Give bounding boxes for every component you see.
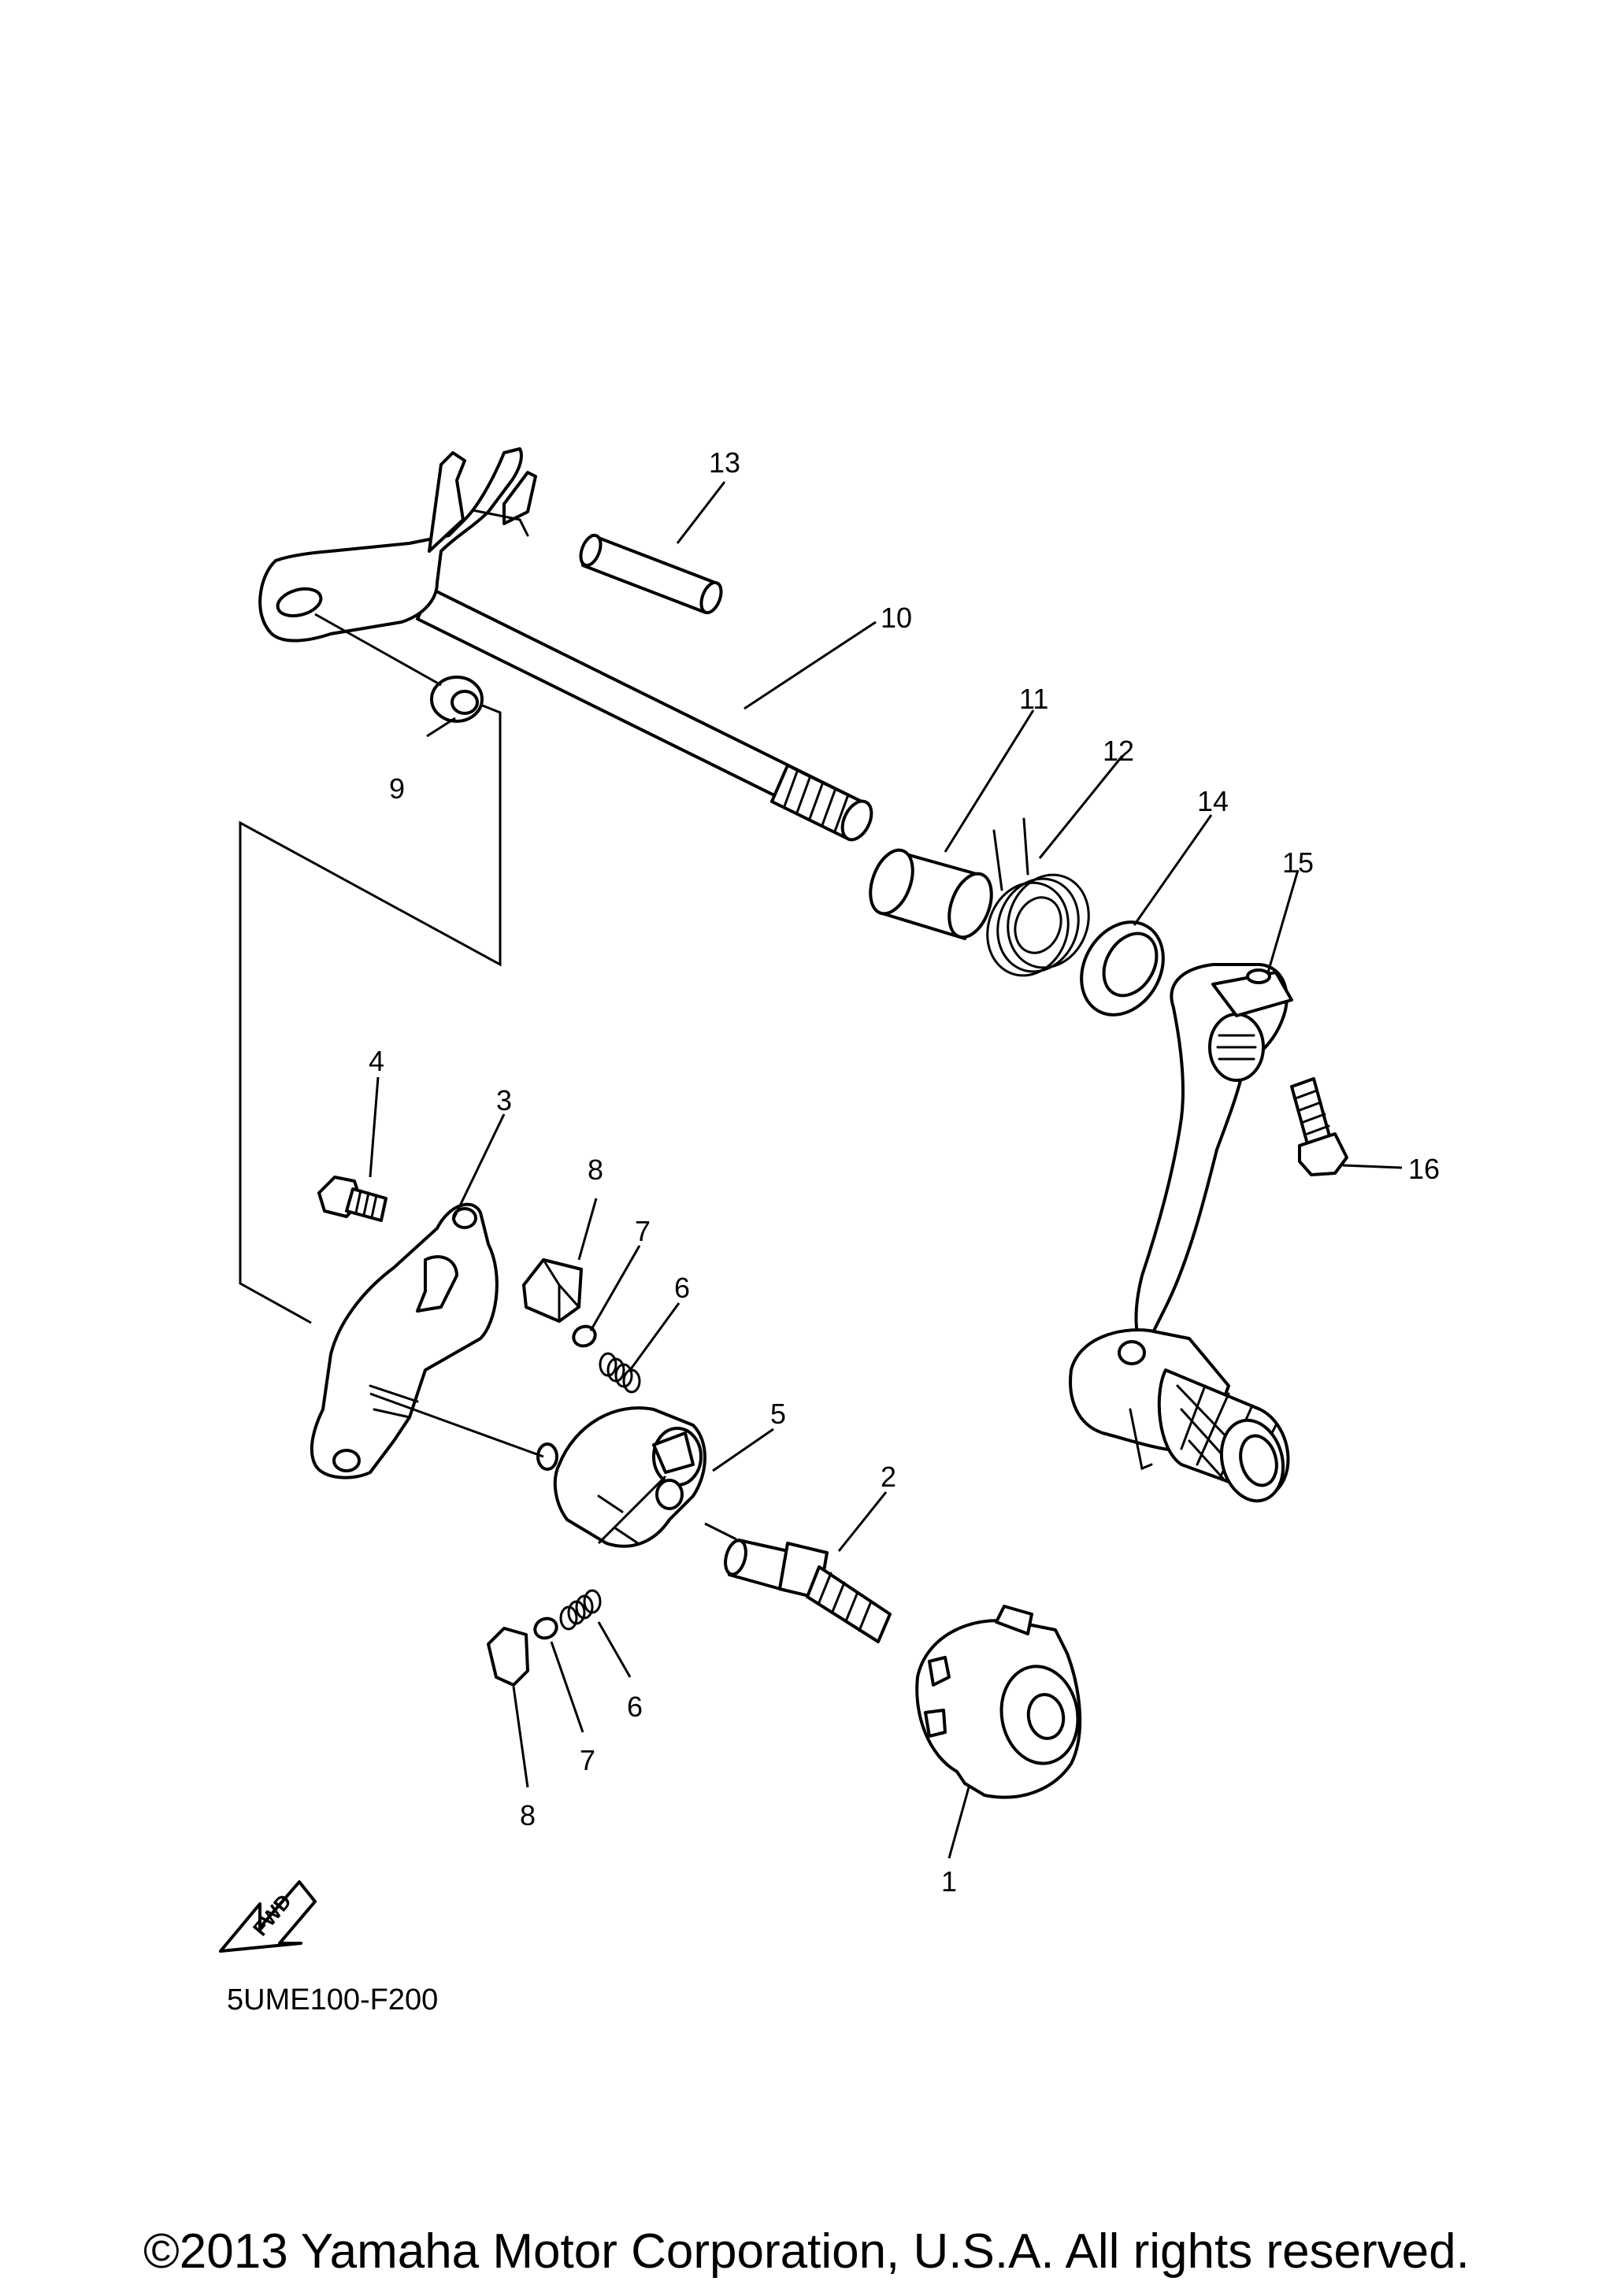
callout-8-lower: 8 <box>520 1799 536 1831</box>
callout-15: 15 <box>1282 846 1314 879</box>
shift-pedal-15 <box>1069 963 1293 1503</box>
pin-7-lower <box>533 1616 558 1640</box>
callout-3: 3 <box>496 1084 512 1117</box>
callout-5: 5 <box>770 1398 786 1430</box>
forward-arrow-icon: FWD <box>219 1880 317 1953</box>
callout-11: 11 <box>1019 683 1048 715</box>
oil-seal-9 <box>430 676 484 723</box>
diagram-code: 5UME100-F200 <box>227 1983 438 2016</box>
shift-shaft-assembly <box>258 447 873 842</box>
spring-6-lower <box>559 1589 602 1631</box>
callout-16: 16 <box>1408 1153 1440 1185</box>
pin-7-upper <box>572 1324 597 1348</box>
callout-1: 1 <box>941 1865 957 1898</box>
segment-1 <box>915 1605 1082 1799</box>
oil-seal-14 <box>1080 920 1165 1017</box>
pawl-8-upper <box>522 1258 583 1323</box>
callout-14: 14 <box>1197 785 1229 817</box>
copyright-notice: ©2013 Yamaha Motor Corporation, U.S.A. A… <box>143 2224 1470 2279</box>
callout-6-lower: 6 <box>627 1691 643 1723</box>
callout-10: 10 <box>881 602 912 634</box>
plate-3 <box>310 1202 499 1479</box>
callout-7-lower: 7 <box>580 1744 595 1776</box>
callout-9: 9 <box>389 772 405 805</box>
pin-13 <box>579 533 723 615</box>
stopper-bolt-2 <box>724 1539 892 1643</box>
callout-6-upper: 6 <box>674 1272 690 1304</box>
callout-12: 12 <box>1103 735 1134 767</box>
torsion-spring-12 <box>986 817 1090 977</box>
callout-2: 2 <box>881 1461 896 1493</box>
callout-leaders <box>369 481 1403 1859</box>
callout-8-upper: 8 <box>588 1154 603 1186</box>
assembly-lines <box>239 613 737 1545</box>
bolt-4 <box>317 1176 387 1222</box>
spring-6-upper <box>599 1352 641 1394</box>
callout-13: 13 <box>709 446 740 479</box>
shift-guide-5 <box>536 1406 706 1548</box>
pawl-8-lower <box>487 1627 529 1687</box>
callout-7-upper: 7 <box>635 1215 651 1247</box>
callout-4: 4 <box>369 1045 384 1077</box>
collar-11 <box>869 848 993 940</box>
bolt-16 <box>1290 1077 1348 1176</box>
